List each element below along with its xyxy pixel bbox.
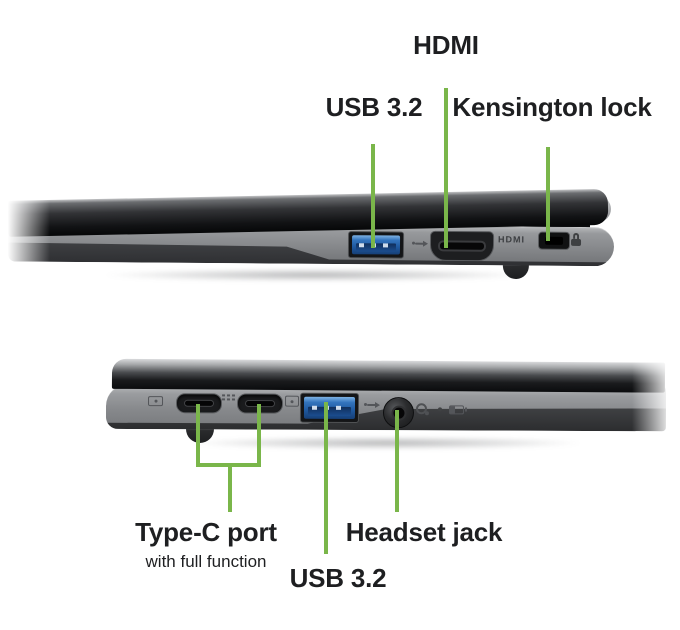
display-port-icon [285,395,300,407]
charging-pins-row [222,398,237,401]
hdmi-port [429,230,495,262]
usb-top-label: USB 3.2 [325,92,423,122]
laptop-shadow [112,434,660,452]
usb-icon-arrow [422,240,429,247]
usb-a-port-tongue [351,235,401,255]
usb-icon-arrow [374,402,381,409]
type-c-bracket-line [196,463,261,467]
microphone-led [437,407,442,412]
type-c-label: Type-C port [135,517,277,547]
usb-bottom-label: USB 3.2 [289,563,387,593]
kensington-callout-line [546,147,550,241]
usb-a-port-tongue [303,396,356,419]
headset-icon-mic [424,411,429,416]
headset-label: Headset jack [345,517,503,547]
charging-pins-icon [222,394,237,402]
hdmi-label: HDMI [413,30,479,60]
lock-icon-body [571,238,582,246]
laptop-shadow [20,266,610,284]
usb-c-icon [148,396,164,407]
battery-icon [448,405,467,415]
laptop-lid [111,358,666,393]
usb-c-icon-dot [154,399,158,403]
charging-pins-row [222,394,237,397]
hdmi-chassis-text: HDMI [498,234,526,245]
kensington-lock-slot [537,231,571,250]
headset-callout-line [395,410,399,512]
usb-a-port-pins [311,406,348,411]
usb-icon [364,400,381,410]
usb-top-callout-line [371,144,375,248]
usb-a-port-pins [359,243,393,248]
type-c-1-callout-line [196,404,200,467]
battery-icon-fill [449,406,456,414]
type-c-bracket-stem [228,467,232,512]
headset-icon [415,403,429,416]
usb-icon [412,239,429,249]
kensington-label: Kensington lock [452,92,652,122]
lock-icon [571,232,582,247]
display-icon-dot [290,399,294,403]
battery-icon-nub [464,407,467,412]
type-c-2-callout-line [257,404,261,467]
usb-a-port [347,231,405,259]
usb-a-port [299,392,360,423]
usb-bottom-callout-line [324,402,328,554]
hdmi-callout-line [444,88,448,248]
type-c-sublabel: with full function [145,552,267,571]
